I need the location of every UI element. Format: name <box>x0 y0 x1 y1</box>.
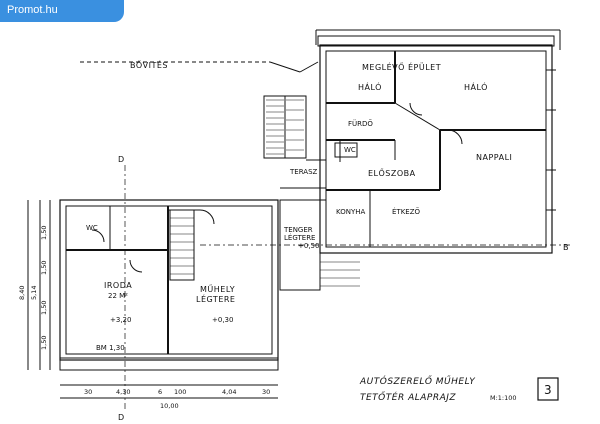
section-marker-d-top: D <box>118 155 125 164</box>
level-0-50: +0,50 <box>298 242 319 250</box>
label-halo-right: HÁLÓ <box>464 81 488 92</box>
label-iroda-area: 22 M² <box>108 292 128 300</box>
dim-left-c: 1,50 <box>40 301 48 315</box>
label-tenger: TENGER <box>283 226 313 234</box>
label-wc-left: WC <box>86 224 98 232</box>
dim-left-b: 1,50 <box>40 261 48 275</box>
label-furdo: FÜRDŐ <box>348 119 373 128</box>
existing-inner-wall <box>325 50 547 248</box>
dim-left-mid: 5,14 <box>30 286 38 300</box>
watermark-text: Promot.hu <box>7 4 58 16</box>
label-legtere: LÉGTERE <box>196 293 235 304</box>
label-wc-top: WC <box>344 146 356 154</box>
sheet-number-box <box>537 377 559 401</box>
label-bovites: BŐVITÉS <box>130 59 168 70</box>
label-terasz: TERASZ <box>289 168 318 176</box>
label-iroda: IRODA <box>104 281 132 290</box>
extension-outer-wall <box>59 199 279 361</box>
watermark-badge: Promot.hu <box>0 0 124 22</box>
dim-bottom-total: 10,00 <box>160 402 179 410</box>
label-legtere-right: LÉGTERE <box>284 233 315 242</box>
label-eloszoba: ELŐSZOBA <box>368 168 416 178</box>
dim-left-a: 1,50 <box>40 226 48 240</box>
dim-bottom-2: 4,30 <box>116 388 130 396</box>
label-halo-left: HÁLÓ <box>358 81 382 92</box>
section-marker-d-bottom: D <box>118 413 125 422</box>
existing-outer-wall <box>319 44 553 254</box>
label-bm: BM 1,30 <box>96 344 125 352</box>
level-0-30: +0,30 <box>212 316 233 324</box>
section-marker-b: B <box>563 243 569 252</box>
dim-left-d: 1,50 <box>40 336 48 350</box>
dim-bottom-4: 100 <box>174 388 186 396</box>
extension-bottom-band <box>59 357 279 371</box>
dim-bottom-1: 30 <box>84 388 92 396</box>
caption-scale: M:1:100 <box>490 394 517 402</box>
label-etkezo: ÉTKEZŐ <box>392 207 421 216</box>
sheet-number: 3 <box>544 383 552 397</box>
label-konyha: KONYHA <box>336 208 365 216</box>
dim-bottom-6: 30 <box>262 388 270 396</box>
dim-left-total: 8,40 <box>18 286 26 300</box>
caption-title: AUTÓSZERELŐ MŰHELY <box>359 375 476 387</box>
level-3-20: +3,20 <box>110 316 131 324</box>
dim-bottom-5: 4,04 <box>222 388 236 396</box>
label-meglevo-epulet: MEGLÉVŐ ÉPÜLET <box>362 61 441 72</box>
caption-subtitle: TETŐTÉR ALAPRAJZ <box>360 391 456 403</box>
label-nappali: NAPPALI <box>476 153 512 162</box>
dim-bottom-3: 6 <box>158 388 162 396</box>
label-muhely: MŰHELY <box>200 284 235 294</box>
